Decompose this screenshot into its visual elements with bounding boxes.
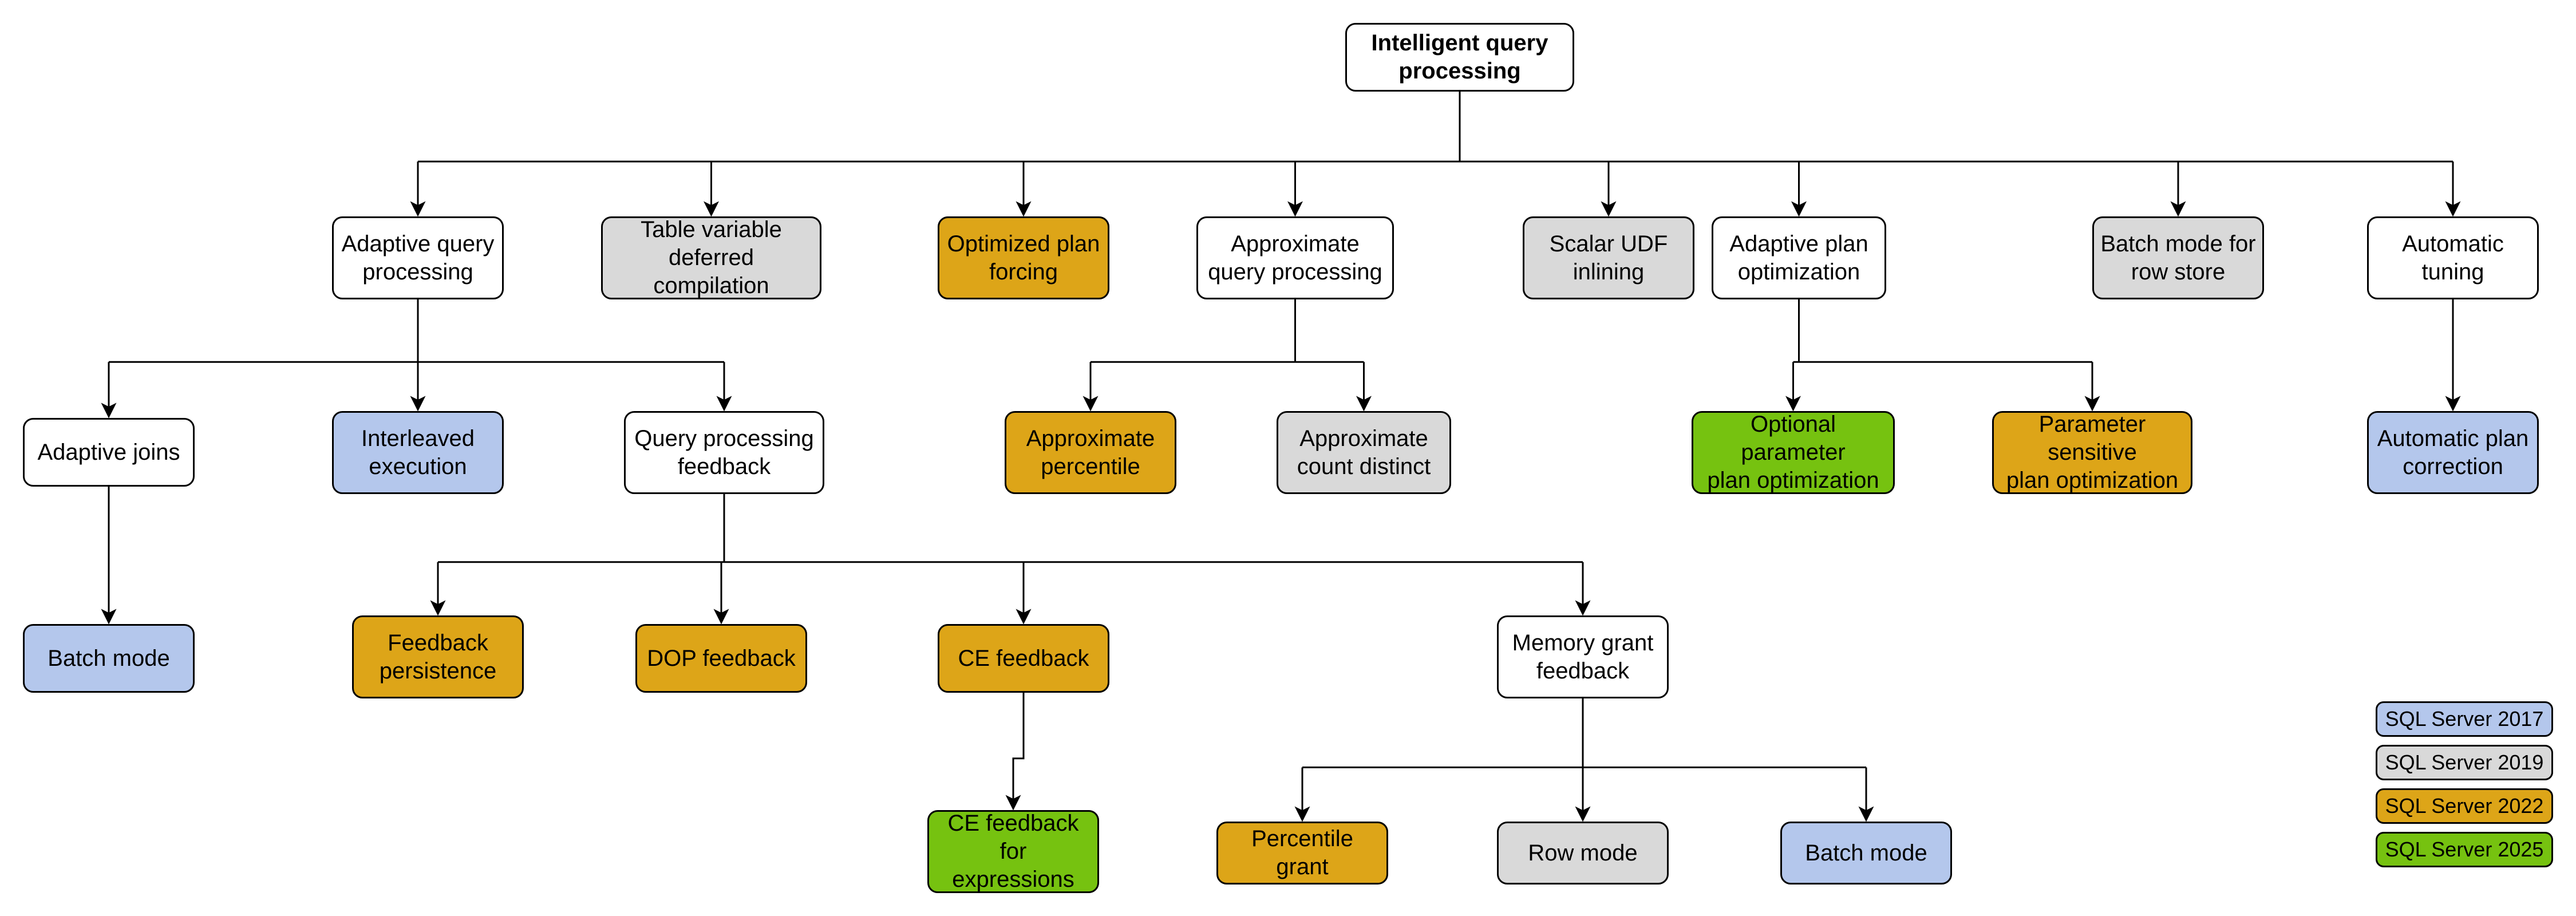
node-autotune[interactable]: Automatic tuning [2367, 216, 2539, 299]
node-mgf[interactable]: Memory grant feedback [1497, 615, 1669, 698]
node-root[interactable]: Intelligent query processing [1345, 23, 1574, 92]
node-aqp[interactable]: Adaptive query processing [332, 216, 504, 299]
node-opf[interactable]: Optimized plan forcing [938, 216, 1109, 299]
node-tvdc[interactable]: Table variable deferred compilation [601, 216, 821, 299]
node-pspo[interactable]: Parameter sensitive plan optimization [1992, 411, 2192, 494]
node-cefbexpr[interactable]: CE feedback for expressions [927, 810, 1099, 893]
node-pctgrant[interactable]: Percentile grant [1216, 822, 1388, 885]
edge-cefb-to-cefbexpr [1005, 693, 1025, 811]
node-cefb[interactable]: CE feedback [938, 624, 1109, 693]
node-adaptivejoins[interactable]: Adaptive joins [23, 418, 195, 487]
node-approxpct[interactable]: Approximate percentile [1005, 411, 1176, 494]
node-bmrs[interactable]: Batch mode for row store [2092, 216, 2264, 299]
node-interleaved[interactable]: Interleaved execution [332, 411, 504, 494]
node-apc[interactable]: Automatic plan correction [2367, 411, 2539, 494]
node-dopfb[interactable]: DOP feedback [635, 624, 807, 693]
legend-item-sql-server-2019: SQL Server 2019 [2376, 745, 2553, 780]
node-batchmode2[interactable]: Batch mode [1780, 822, 1952, 885]
node-rowmode[interactable]: Row mode [1497, 822, 1669, 885]
node-batchmode1[interactable]: Batch mode [23, 624, 195, 693]
node-fbpersist[interactable]: Feedback persistence [352, 615, 524, 698]
node-apo[interactable]: Adaptive plan optimization [1712, 216, 1886, 299]
legend-item-sql-server-2025: SQL Server 2025 [2376, 832, 2553, 867]
legend-item-sql-server-2017: SQL Server 2017 [2376, 701, 2553, 737]
legend-item-sql-server-2022: SQL Server 2022 [2376, 788, 2553, 824]
node-approxcount[interactable]: Approximate count distinct [1277, 411, 1451, 494]
node-approxqp[interactable]: Approximate query processing [1196, 216, 1394, 299]
node-oppo[interactable]: Optional parameter plan optimization [1692, 411, 1895, 494]
node-udf[interactable]: Scalar UDF inlining [1523, 216, 1694, 299]
node-qpf[interactable]: Query processing feedback [624, 411, 824, 494]
